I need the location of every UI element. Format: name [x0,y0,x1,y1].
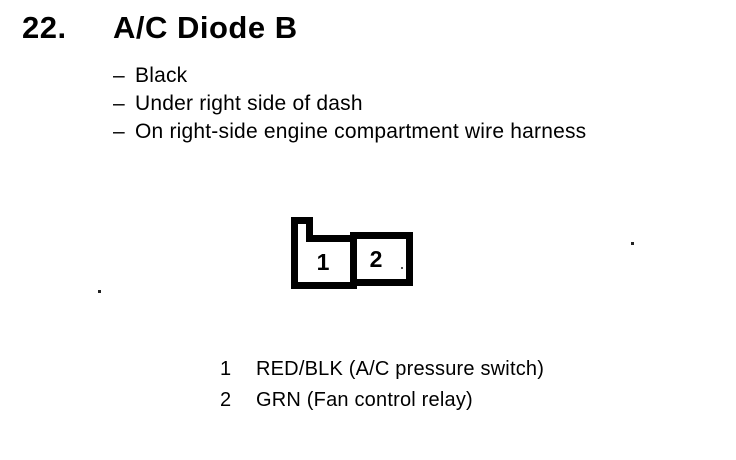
item-number: 22. [22,10,67,45]
section-heading: 22. A/C Diode B [22,10,298,46]
property-list: –Black –Under right side of dash –On rig… [113,62,586,146]
property-color: Black [135,64,188,87]
list-item: –On right-side engine compartment wire h… [113,118,586,146]
scan-speck [631,242,634,245]
scan-speck [98,290,101,293]
connector-cavity-1-outline [291,217,357,289]
legend-pin-number: 2 [220,389,232,411]
property-harness: On right-side engine compartment wire ha… [135,120,587,143]
bullet-dash: – [113,120,125,143]
connector-pin-2-number: 2 [370,246,383,272]
scan-speck [401,267,403,269]
bullet-dash: – [113,92,125,115]
page-title: A/C Diode B [113,10,298,45]
legend-pin-label: RED/BLK (A/C pressure switch) [256,358,545,380]
connector-cavity-2-outline [350,232,413,286]
legend-row-pin-1: 1 RED/BLK (A/C pressure switch) [220,354,544,385]
pin-legend: 1 RED/BLK (A/C pressure switch) 2 GRN (Fan… [220,354,544,416]
connector-pin-1-number: 1 [317,249,330,275]
legend-pin-label: GRN (Fan control relay) [256,389,473,411]
legend-row-pin-2: 2 GRN (Fan control relay) [220,385,544,416]
list-item: –Black [113,62,586,90]
property-location: Under right side of dash [135,92,363,115]
bullet-dash: – [113,64,125,87]
legend-pin-number: 1 [220,358,232,380]
list-item: –Under right side of dash [113,90,586,118]
